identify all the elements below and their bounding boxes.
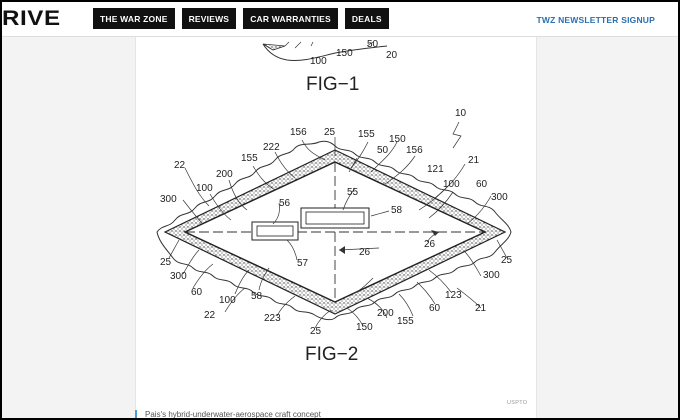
ref-numeral: 57 <box>297 258 309 269</box>
patent-figure: 100 150 50 20 FIG−1 <box>156 39 513 365</box>
image-credit: USPTO <box>507 400 528 406</box>
ref-numeral: 25 <box>310 326 322 337</box>
fig1-ref: 150 <box>336 48 353 59</box>
ref-numeral: 223 <box>264 313 281 324</box>
ref-numeral: 25 <box>160 257 172 268</box>
ref-numeral: 22 <box>174 160 186 171</box>
ref-numeral: 26 <box>424 239 436 250</box>
fig1-ref: 100 <box>310 56 327 67</box>
ref-numeral: 21 <box>468 155 480 166</box>
fig1-label: FIG−1 <box>306 74 359 95</box>
ref-numeral: 58 <box>391 205 403 216</box>
ref-numeral: 222 <box>263 142 280 153</box>
ref-numeral: 123 <box>445 290 462 301</box>
ref-numeral: 150 <box>389 134 406 145</box>
newsletter-signup-link[interactable]: TWZ NEWSLETTER SIGNUP <box>536 15 655 25</box>
ref-numeral: 10 <box>455 108 467 119</box>
ref-numeral: 25 <box>501 255 513 266</box>
ref-numeral: 155 <box>358 129 375 140</box>
site-header: RIVE THE WAR ZONE REVIEWS CAR WARRANTIES… <box>2 2 678 37</box>
fig2-reference-numerals: 10 156 25 155 150 50 156 222 155 121 21 … <box>160 108 513 337</box>
ref-numeral: 156 <box>406 145 423 156</box>
ref-numeral: 26 <box>359 247 371 258</box>
ref-numeral: 22 <box>204 310 216 321</box>
ref-numeral: 60 <box>429 303 441 314</box>
ref-numeral: 60 <box>191 287 203 298</box>
site-logo[interactable]: RIVE <box>2 7 61 30</box>
ref-numeral: 300 <box>170 271 187 282</box>
ref-numeral: 300 <box>160 194 177 205</box>
fig2-drawing <box>156 121 512 329</box>
ref-numeral: 200 <box>377 308 394 319</box>
main-nav: THE WAR ZONE REVIEWS CAR WARRANTIES DEAL… <box>93 8 389 29</box>
ref-numeral: 60 <box>476 179 488 190</box>
ref-numeral: 100 <box>443 179 460 190</box>
ref-numeral: 50 <box>377 145 389 156</box>
ref-numeral: 100 <box>219 295 236 306</box>
ref-numeral: 55 <box>347 187 359 198</box>
nav-item-reviews[interactable]: REVIEWS <box>181 8 237 29</box>
fig1-ref: 20 <box>386 50 398 61</box>
figure-caption: Pais's hybrid-underwater-aerospace craft… <box>135 410 321 418</box>
ref-numeral: 156 <box>290 127 307 138</box>
ref-numeral: 200 <box>216 169 233 180</box>
ref-numeral: 155 <box>397 316 414 327</box>
ref-numeral: 300 <box>491 192 508 203</box>
ref-numeral: 121 <box>427 164 444 175</box>
fig2-label: FIG−2 <box>305 344 358 365</box>
nav-item-the-war-zone[interactable]: THE WAR ZONE <box>93 8 175 29</box>
ref-numeral: 155 <box>241 153 258 164</box>
ref-numeral: 58 <box>251 291 263 302</box>
fig1-drawing <box>262 41 388 61</box>
nav-item-car-warranties[interactable]: CAR WARRANTIES <box>243 8 338 29</box>
ref-numeral: 25 <box>324 127 336 138</box>
ref-numeral: 150 <box>356 322 373 333</box>
fig1-ref: 50 <box>367 39 379 50</box>
ref-numeral: 21 <box>475 303 487 314</box>
nav-item-deals[interactable]: DEALS <box>344 8 389 29</box>
ref-numeral: 300 <box>483 270 500 281</box>
ref-numeral: 100 <box>196 183 213 194</box>
ref-numeral: 56 <box>279 198 291 209</box>
